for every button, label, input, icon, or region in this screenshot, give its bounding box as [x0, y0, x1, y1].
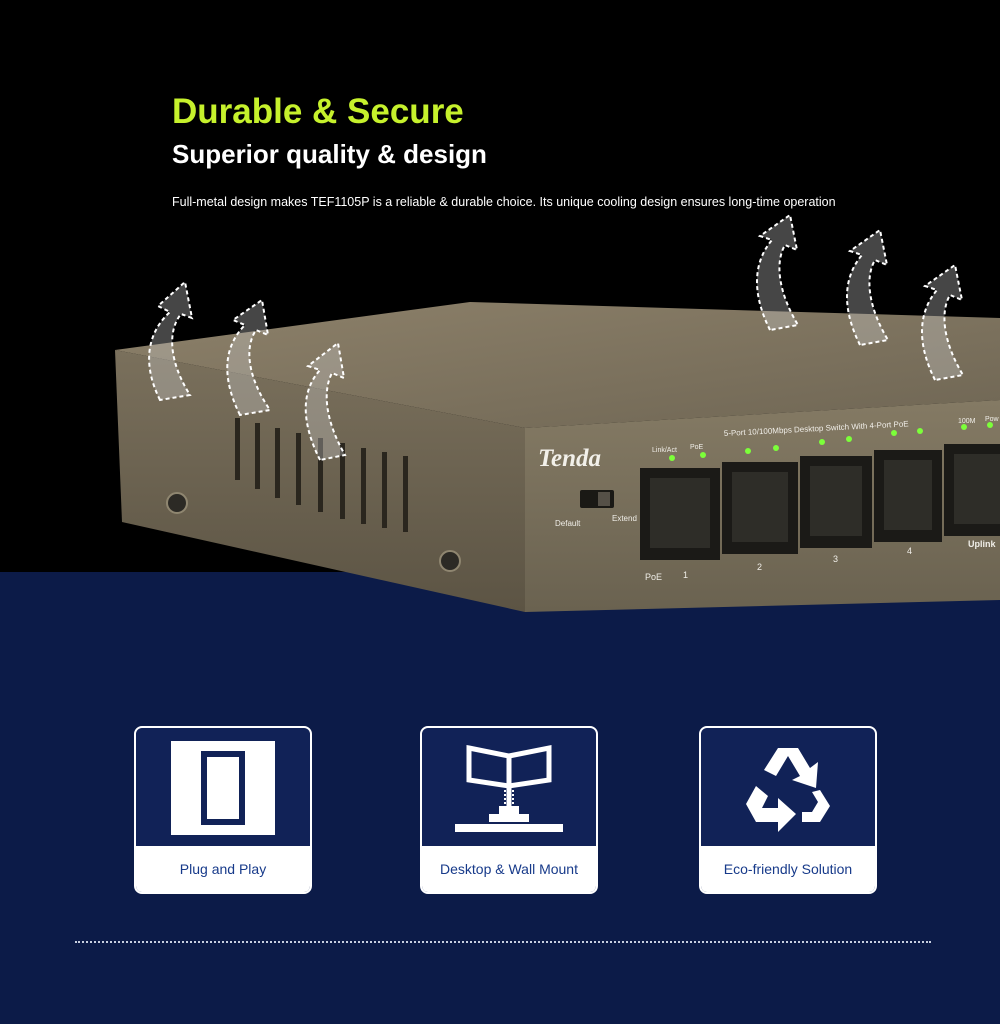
port-label-4: 4	[907, 546, 912, 556]
feature-card-eco-friendly: Eco-friendly Solution	[699, 726, 877, 894]
switch-top-face	[115, 302, 1000, 428]
switch-label-extend: Extend	[612, 514, 637, 523]
headline: Durable & Secure	[172, 92, 464, 131]
feature-label: Eco-friendly Solution	[723, 861, 853, 877]
feature-label: Plug and Play	[179, 861, 267, 877]
cooling-vents	[235, 418, 408, 532]
airflow-arrows	[148, 213, 965, 462]
port-label-uplink: Uplink	[968, 539, 996, 549]
port-label-poe: PoE	[645, 572, 662, 582]
status-leds	[669, 422, 993, 461]
feature-card-desktop-wall-mount: Desktop & Wall Mount	[420, 726, 598, 894]
recycle-icon	[701, 728, 875, 848]
network-switch-image: Tenda 5-Port 10/100Mbps Desktop Switch W…	[115, 213, 1000, 612]
ethernet-ports	[640, 444, 1000, 560]
switch-label-default: Default	[555, 519, 581, 528]
subheadline: Superior quality & design	[172, 139, 487, 169]
brand-logo: Tenda	[538, 445, 601, 472]
wall-mount-icon	[422, 728, 596, 848]
led-label-pow: Pow	[985, 416, 1000, 423]
screw-right	[439, 550, 461, 572]
port-label-1: 1	[683, 570, 688, 580]
plug-and-play-icon	[136, 728, 310, 848]
led-label-100m: 100M	[958, 418, 976, 425]
dotted-divider	[75, 941, 931, 943]
feature-card-plug-and-play: Plug and Play	[134, 726, 312, 894]
screw-left	[166, 492, 188, 514]
led-label-poe: PoE	[690, 444, 704, 451]
feature-label: Desktop & Wall Mount	[440, 861, 578, 877]
description: Full-metal design makes TEF1105P is a re…	[172, 195, 836, 209]
port-label-3: 3	[833, 554, 838, 564]
port-label-2: 2	[757, 562, 762, 572]
led-label-link: Link/Act	[652, 447, 677, 454]
